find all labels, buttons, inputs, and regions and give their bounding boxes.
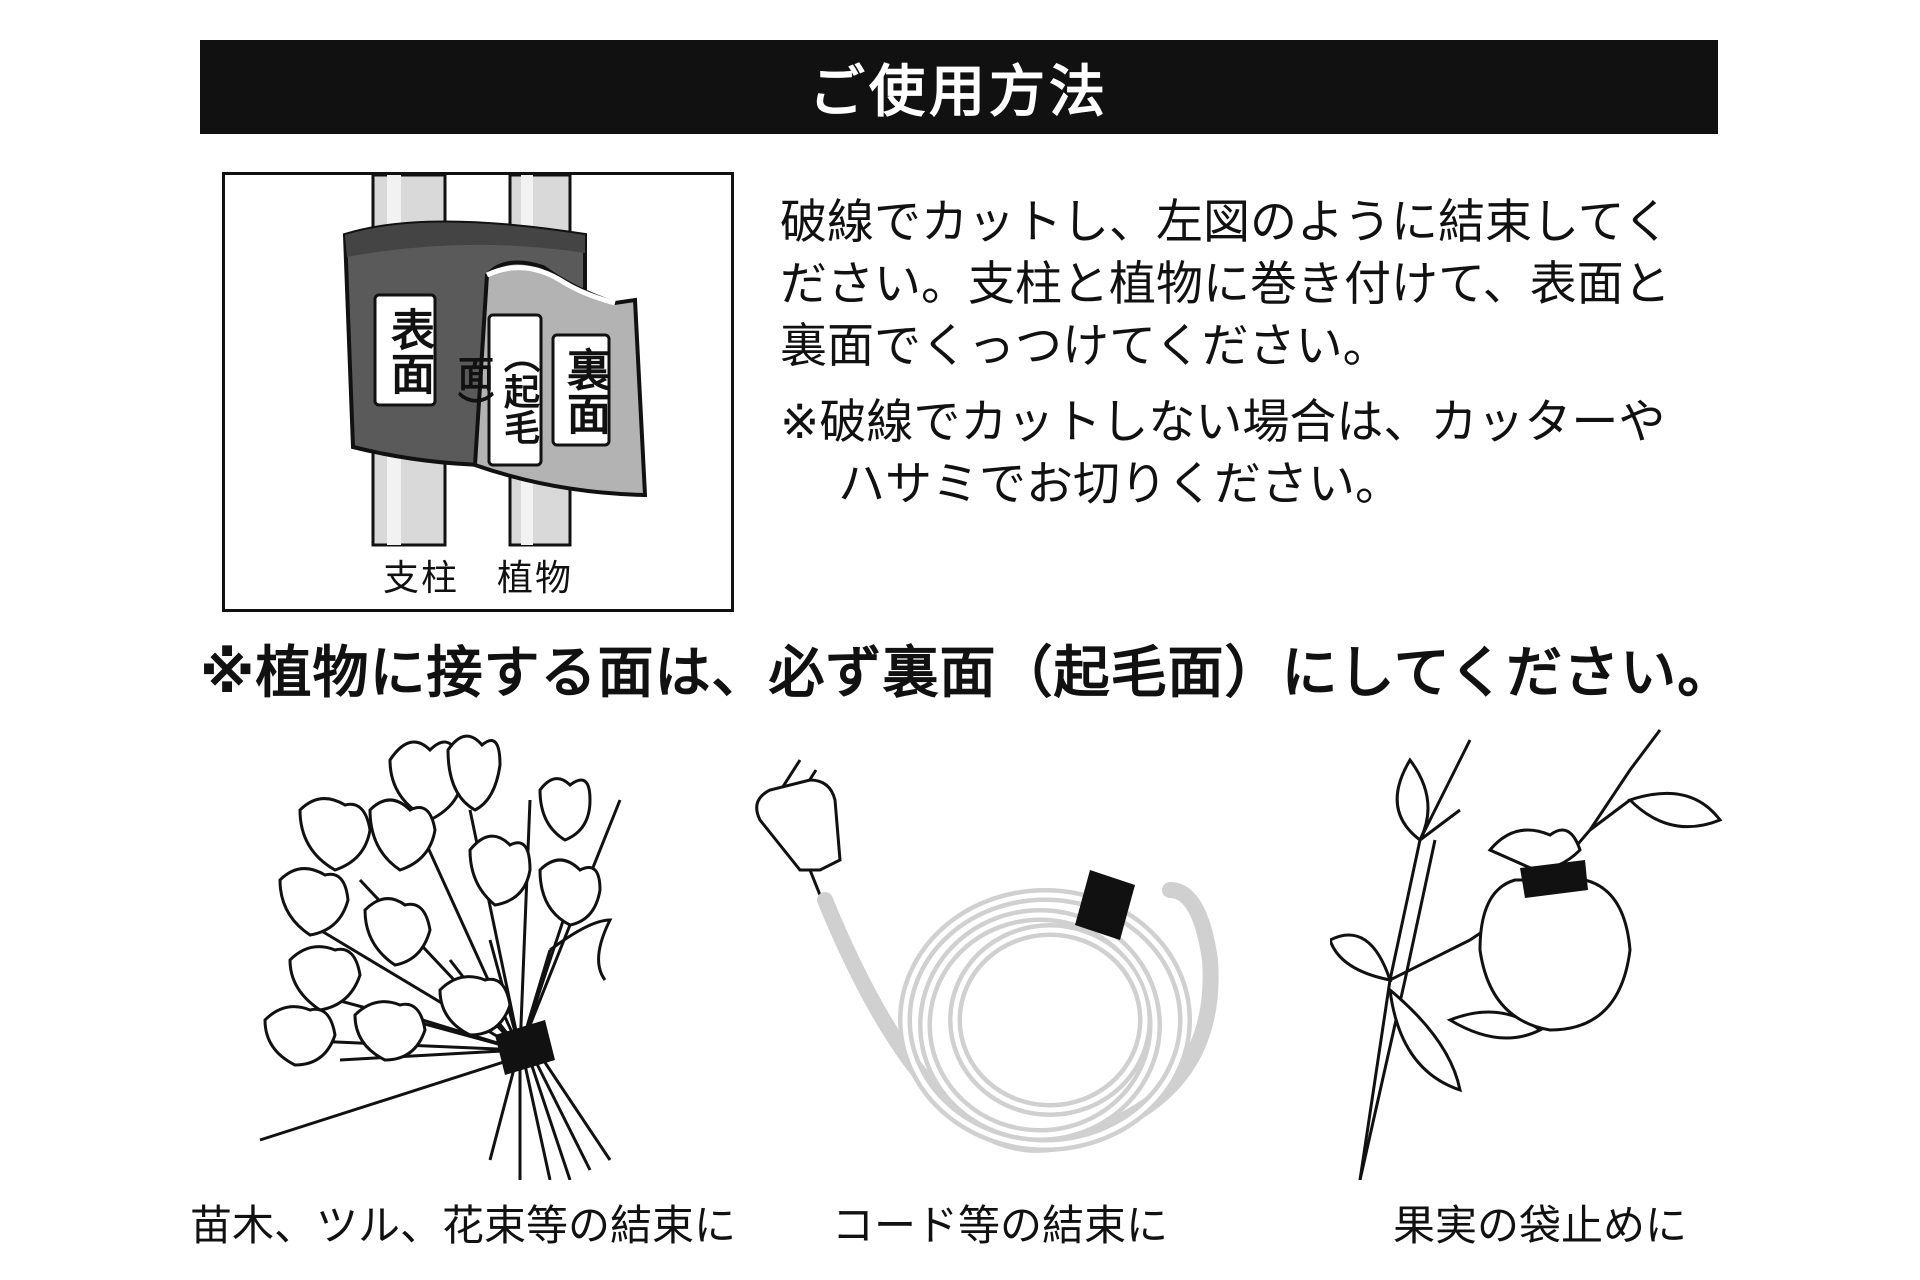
diagram-caption: 支柱 植物	[382, 558, 573, 599]
coiled-cord-icon	[755, 759, 1219, 1153]
page-title: ご使用方法	[200, 40, 1718, 134]
front-label-box	[373, 293, 437, 407]
front-label: 表面	[383, 307, 434, 395]
use-case-bouquet: 苗木、ツル、花束等の結束に	[190, 720, 737, 1260]
instructions-main: 破線でカットし、左図のように結束してください。支柱と植物に巻き付けて、表面と裏面…	[780, 195, 1671, 374]
strap-back-edge	[485, 265, 616, 306]
warning-text: ※植物に接する面は、必ず裏面（起毛面）にしてください。	[200, 641, 1735, 706]
strap-band-icon	[1075, 870, 1135, 940]
fruit-bag-icon	[1330, 729, 1723, 1180]
use-case-fruit: 果実の袋止めに	[1330, 720, 1750, 1260]
instructions: 破線でカットし、左図のように結束してください。支柱と植物に巻き付けて、表面と裏面…	[780, 192, 1700, 516]
strap-band-icon	[495, 1020, 555, 1075]
back-sub-label: （起毛面）	[452, 337, 539, 445]
strap-wrap-illustration	[342, 175, 648, 547]
strap-band-icon	[1520, 860, 1588, 898]
use-case-label: 果実の袋止めに	[1392, 1201, 1687, 1250]
strap-top-edge	[345, 222, 585, 257]
use-case-label: コード等の結束に	[831, 1201, 1168, 1250]
back-label: 裏面	[559, 347, 610, 435]
back-label-box	[551, 333, 611, 447]
use-cases: 苗木、ツル、花束等の結束に コード等の結束に	[0, 720, 1920, 1260]
back-sub-label-box	[487, 313, 543, 467]
use-case-cord: コード等の結束に	[740, 720, 1260, 1260]
tulip-bouquet-icon	[259, 734, 622, 1180]
use-case-label: 苗木、ツル、花束等の結束に	[190, 1201, 737, 1250]
usage-diagram: 表面 （起毛面） 裏面 支柱 植物	[222, 172, 734, 612]
instructions-note: ※破線でカットしない場合は、カッターやハサミでお切りください。	[780, 395, 1666, 512]
